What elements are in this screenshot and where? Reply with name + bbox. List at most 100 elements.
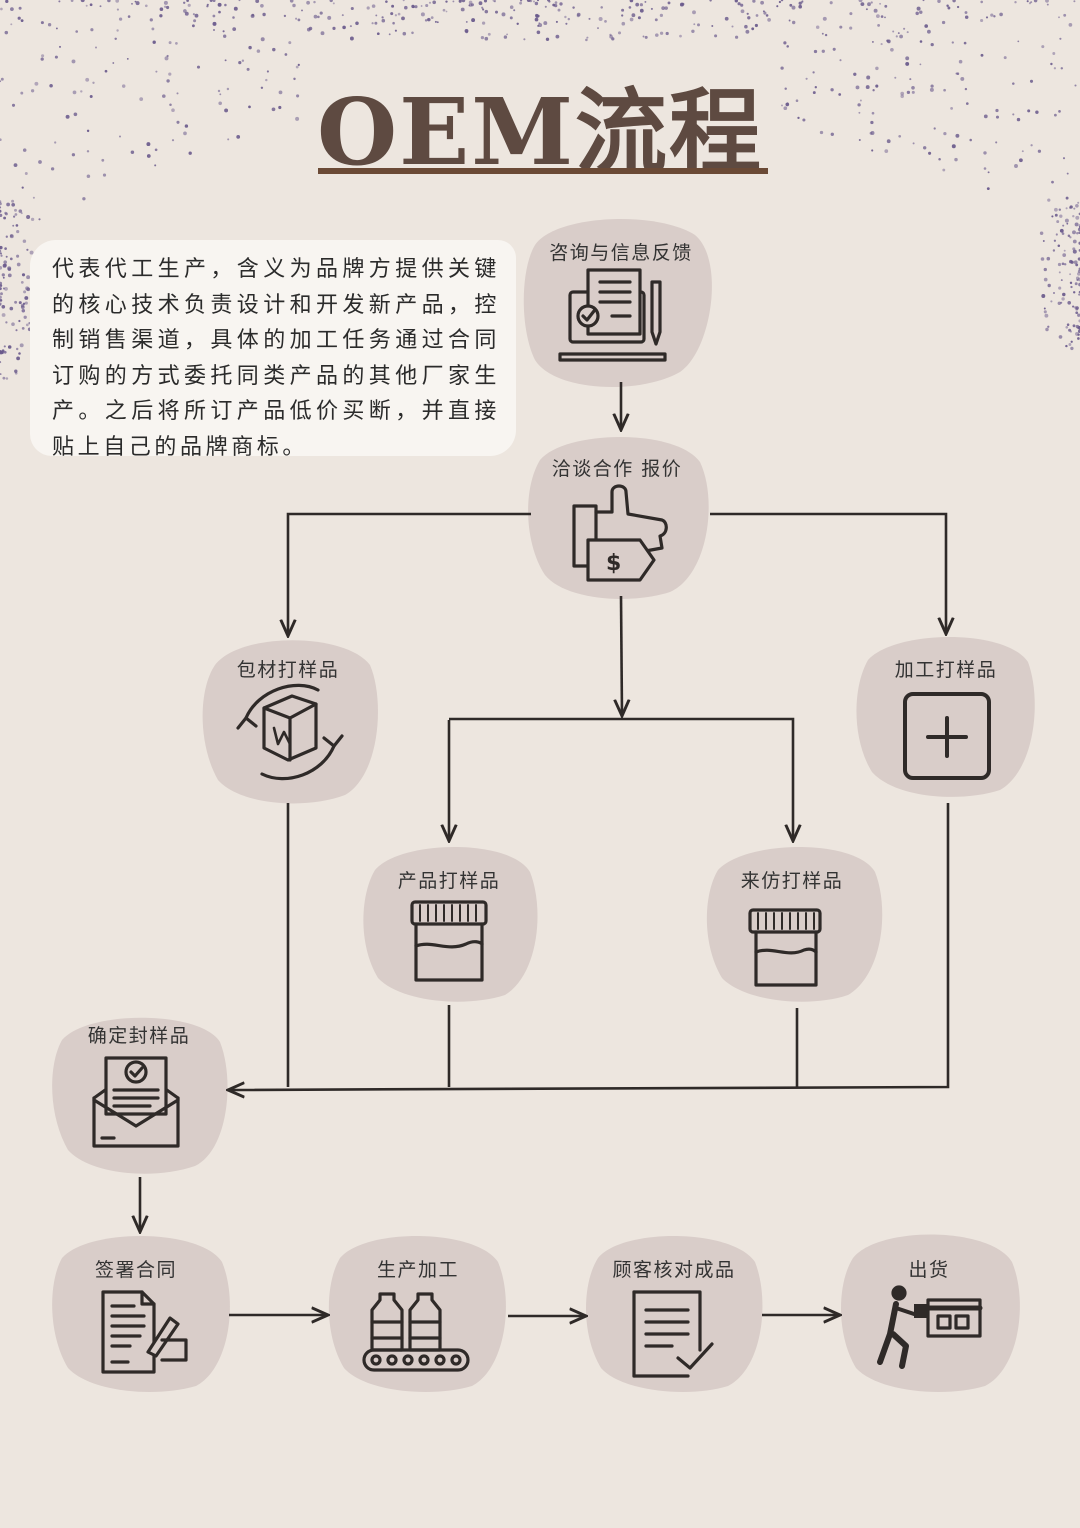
- speckle-dot: [937, 0, 941, 3]
- speckle-dot: [452, 0, 455, 3]
- speckle-dot: [906, 31, 909, 34]
- arrow-negotiate-to-process: [710, 512, 946, 634]
- speckle-dot: [1076, 231, 1079, 235]
- speckle-dot: [1041, 294, 1046, 298]
- speckle-dot: [516, 22, 519, 25]
- speckle-dot: [217, 89, 221, 93]
- speckle-dot: [5, 0, 9, 4]
- speckle-dot: [114, 37, 117, 41]
- speckle-dot: [598, 17, 603, 21]
- speckle-dot: [371, 4, 376, 8]
- speckle-dot: [735, 35, 739, 39]
- speckle-dot: [1066, 222, 1069, 225]
- speckle-dot: [637, 16, 641, 20]
- speckle-dot: [85, 77, 90, 82]
- speckle-dot: [661, 6, 666, 10]
- checklist-icon: [632, 1290, 714, 1378]
- speckle-dot: [130, 150, 135, 154]
- speckle-dot: [47, 23, 52, 27]
- speckle-dot: [20, 281, 24, 284]
- speckle-dot: [1041, 45, 1045, 49]
- speckle-dot: [288, 41, 292, 45]
- speckle-dot: [693, 23, 696, 26]
- speckle-dot: [0, 138, 2, 142]
- speckle-dot: [70, 0, 74, 2]
- speckle-dot: [1063, 249, 1066, 252]
- speckle-dot: [0, 292, 3, 296]
- speckle-dot: [1073, 207, 1076, 210]
- intro-text: 代表代工生产，含义为品牌方提供关键的核心技术负责设计和开发新产品，控制销售渠道，…: [52, 257, 500, 460]
- speckle-dot: [0, 206, 2, 209]
- sample-jar-icon: [410, 900, 488, 982]
- speckle-dot: [1054, 213, 1058, 217]
- speckle-dot: [884, 149, 889, 153]
- speckle-dot: [4, 286, 8, 291]
- speckle-dot: [922, 0, 925, 2]
- speckle-dot: [22, 239, 27, 243]
- speckle-dot: [283, 14, 287, 18]
- speckle-dot: [1058, 208, 1062, 211]
- speckle-dot: [1069, 259, 1073, 264]
- speckle-dot: [468, 3, 473, 7]
- speckle-dot: [919, 63, 922, 66]
- speckle-dot: [162, 94, 166, 98]
- speckle-dot: [930, 84, 934, 88]
- speckle-dot: [664, 6, 668, 10]
- speckle-dot: [644, 0, 647, 3]
- speckle-dot: [734, 0, 738, 3]
- speckle-dot: [871, 40, 874, 43]
- speckle-dot: [795, 99, 799, 102]
- speckle-dot: [791, 5, 796, 10]
- speckle-dot: [876, 14, 880, 18]
- speckle-dot: [964, 87, 968, 91]
- speckle-dot: [82, 197, 86, 201]
- speckle-dot: [859, 99, 862, 102]
- speckle-dot: [995, 108, 999, 113]
- speckle-dot: [1069, 330, 1073, 333]
- speckle-dot: [118, 17, 123, 21]
- speckle-dot: [0, 213, 3, 217]
- speckle-dot: [7, 273, 12, 278]
- speckle-dot: [1063, 263, 1067, 266]
- speckle-dot: [86, 174, 91, 178]
- speckle-dot: [32, 196, 35, 199]
- speckle-dot: [892, 30, 895, 33]
- speckle-dot: [9, 306, 14, 311]
- speckle-dot: [251, 13, 255, 17]
- box-recycle-icon: [236, 683, 344, 781]
- speckle-dot: [5, 377, 9, 380]
- speckle-dot: [858, 0, 863, 3]
- speckle-dot: [555, 20, 558, 23]
- speckle-dot: [609, 34, 613, 39]
- speckle-dot: [5, 255, 8, 258]
- speckle-dot: [0, 303, 2, 306]
- speckle-dot: [1065, 344, 1068, 348]
- speckle-dot: [176, 120, 180, 124]
- speckle-dot: [342, 25, 346, 30]
- speckle-dot: [480, 35, 485, 40]
- speckle-dot: [284, 53, 288, 56]
- speckle-dot: [1073, 291, 1076, 294]
- speckle-dot: [875, 66, 879, 71]
- label-ship: 出货: [908, 1259, 950, 1281]
- speckle-dot: [654, 18, 658, 22]
- speckle-dot: [1061, 262, 1065, 266]
- speckle-dot: [780, 0, 784, 2]
- speckle-dot: [460, 7, 465, 12]
- speckle-dot: [206, 3, 209, 6]
- decorative-dots: [0, 0, 1080, 380]
- speckle-dot: [89, 3, 93, 7]
- speckle-dot: [745, 29, 750, 34]
- speckle-dot: [293, 77, 296, 81]
- speckle-dot: [95, 46, 97, 49]
- speckle-dot: [13, 215, 16, 218]
- speckle-dot: [224, 108, 229, 113]
- speckle-dot: [943, 131, 947, 136]
- speckle-dot: [72, 90, 77, 95]
- speckle-dot: [139, 97, 144, 101]
- speckle-dot: [49, 83, 53, 88]
- speckle-dot: [755, 14, 759, 17]
- speckle-dot: [905, 61, 910, 66]
- speckle-dot: [529, 0, 533, 3]
- speckle-dot: [822, 16, 827, 21]
